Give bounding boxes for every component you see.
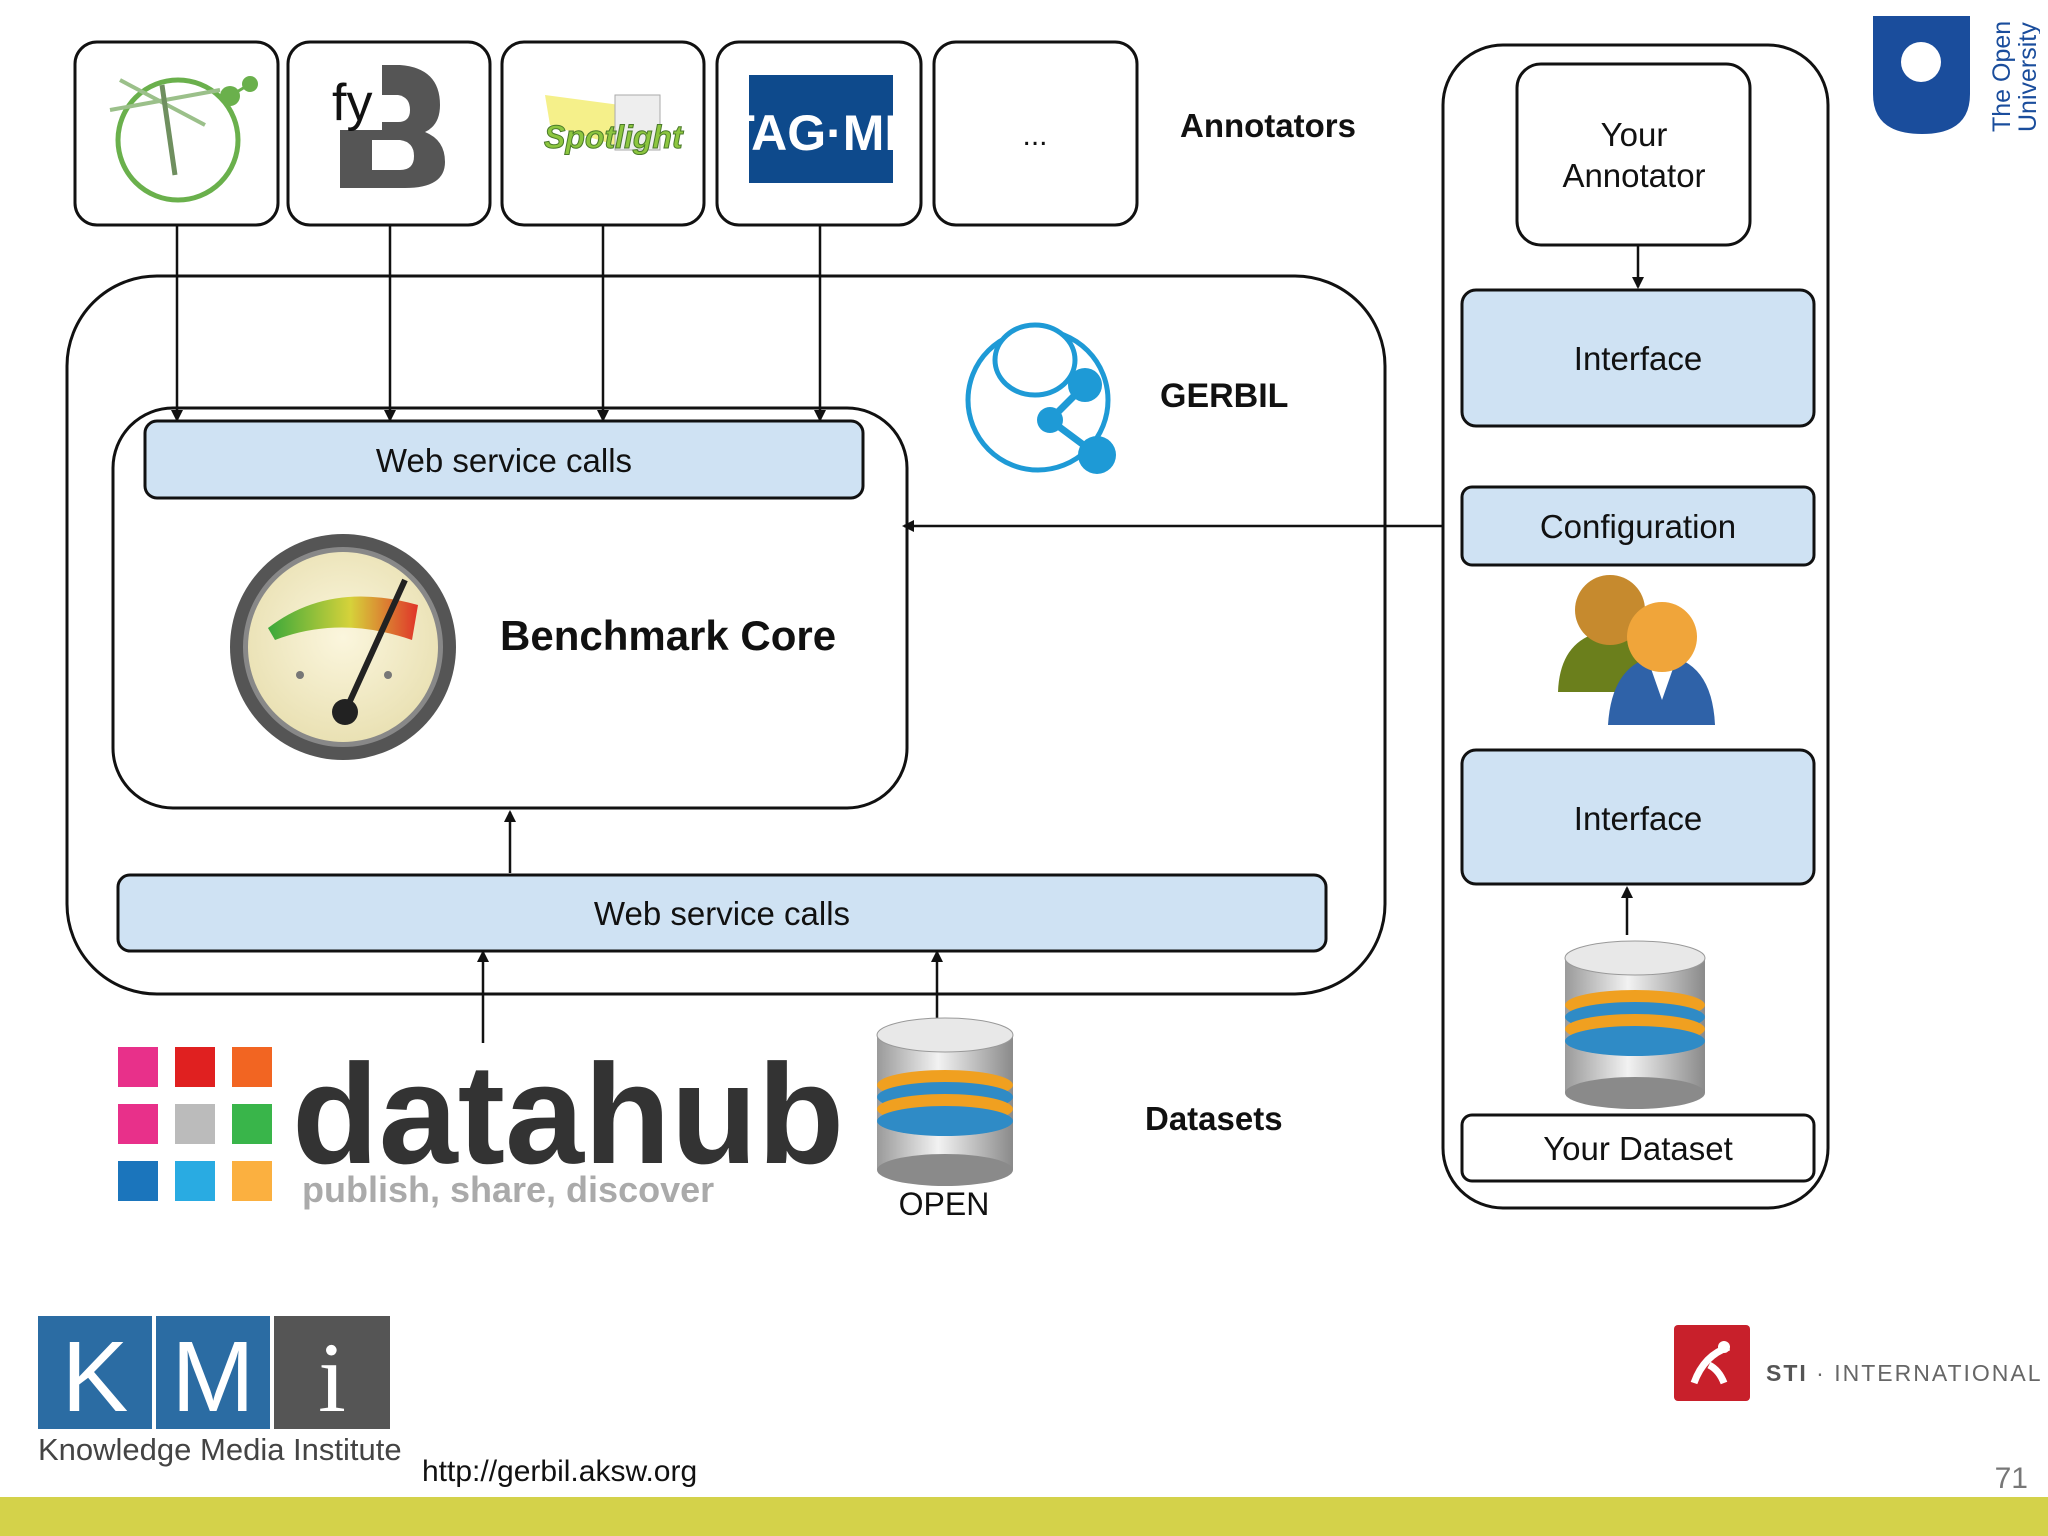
your-dataset-box bbox=[1460, 1113, 1816, 1183]
datahub-wordmark: datahub bbox=[292, 1035, 844, 1194]
sti-bold: STI bbox=[1766, 1360, 1808, 1386]
interface-bottom-box bbox=[1460, 748, 1816, 886]
users-icon bbox=[1558, 575, 1715, 725]
top-web-service-calls-box bbox=[143, 419, 865, 500]
your-annotator-line2: Annotator bbox=[1562, 157, 1705, 194]
interface-top-label: Interface bbox=[1574, 340, 1702, 377]
your-dataset-label: Your Dataset bbox=[1543, 1130, 1733, 1167]
open-label: OPEN bbox=[899, 1186, 990, 1222]
annotator-logo-fy-b: fy bbox=[286, 40, 492, 227]
kmi-letter-i: i bbox=[318, 1322, 346, 1429]
gerbil-mascot-icon bbox=[965, 322, 1116, 474]
datahub-logo bbox=[118, 1047, 272, 1201]
kmi-letter-m: M bbox=[171, 1321, 254, 1429]
kmi-tagline: Knowledge Media Institute bbox=[38, 1432, 402, 1467]
bottom-web-service-calls-box bbox=[116, 873, 1328, 953]
ellipsis-text: ... bbox=[1022, 119, 1047, 152]
annotator-more-box: ... bbox=[932, 40, 1139, 227]
your-dataset-database-icon bbox=[1564, 940, 1706, 1109]
annotator-logo-tagme: TAG·ME bbox=[715, 40, 923, 227]
gerbil-label: GERBIL bbox=[1160, 377, 1288, 415]
gauge-icon bbox=[230, 534, 456, 760]
bottom-web-service-calls-label: Web service calls bbox=[594, 895, 850, 932]
sti-logo bbox=[1674, 1325, 1750, 1406]
ou-line2: University bbox=[2014, 22, 2040, 132]
kmi-letter-k: K bbox=[62, 1321, 129, 1429]
annotators-heading: Annotators bbox=[1180, 107, 1356, 144]
ou-line1: The Open bbox=[1988, 21, 2016, 132]
kmi-logo: K M i bbox=[38, 1316, 390, 1434]
datasets-heading: Datasets bbox=[1145, 1100, 1283, 1137]
top-web-service-calls-label: Web service calls bbox=[376, 442, 632, 479]
tagme-text: TAG·ME bbox=[724, 105, 917, 161]
gerbil-url-link[interactable]: http://gerbil.aksw.org bbox=[422, 1455, 698, 1488]
sti-international: · INTERNATIONAL bbox=[1807, 1360, 2043, 1386]
your-annotator-line1: Your bbox=[1601, 116, 1668, 153]
page-number: 71 bbox=[1994, 1462, 2028, 1495]
interface-top-box bbox=[1460, 288, 1816, 428]
footer-bar bbox=[0, 1497, 2048, 1536]
spotlight-text: Spotlight bbox=[544, 119, 684, 155]
datahub-tagline: publish, share, discover bbox=[302, 1169, 714, 1210]
interface-bottom-label: Interface bbox=[1574, 800, 1702, 837]
open-database-icon bbox=[876, 1017, 1014, 1186]
benchmark-core-label: Benchmark Core bbox=[500, 612, 836, 659]
configuration-label: Configuration bbox=[1540, 508, 1736, 545]
annotator-logo-dragonfly bbox=[73, 40, 280, 227]
fy-text: fy bbox=[332, 74, 372, 132]
your-annotator-box bbox=[1515, 62, 1752, 247]
annotator-logo-spotlight: Spotlight bbox=[500, 40, 706, 227]
sti-wordmark: STI · INTERNATIONAL bbox=[1766, 1360, 2043, 1387]
configuration-box bbox=[1460, 485, 1816, 567]
open-university-logo: The Open University bbox=[1870, 14, 2042, 144]
